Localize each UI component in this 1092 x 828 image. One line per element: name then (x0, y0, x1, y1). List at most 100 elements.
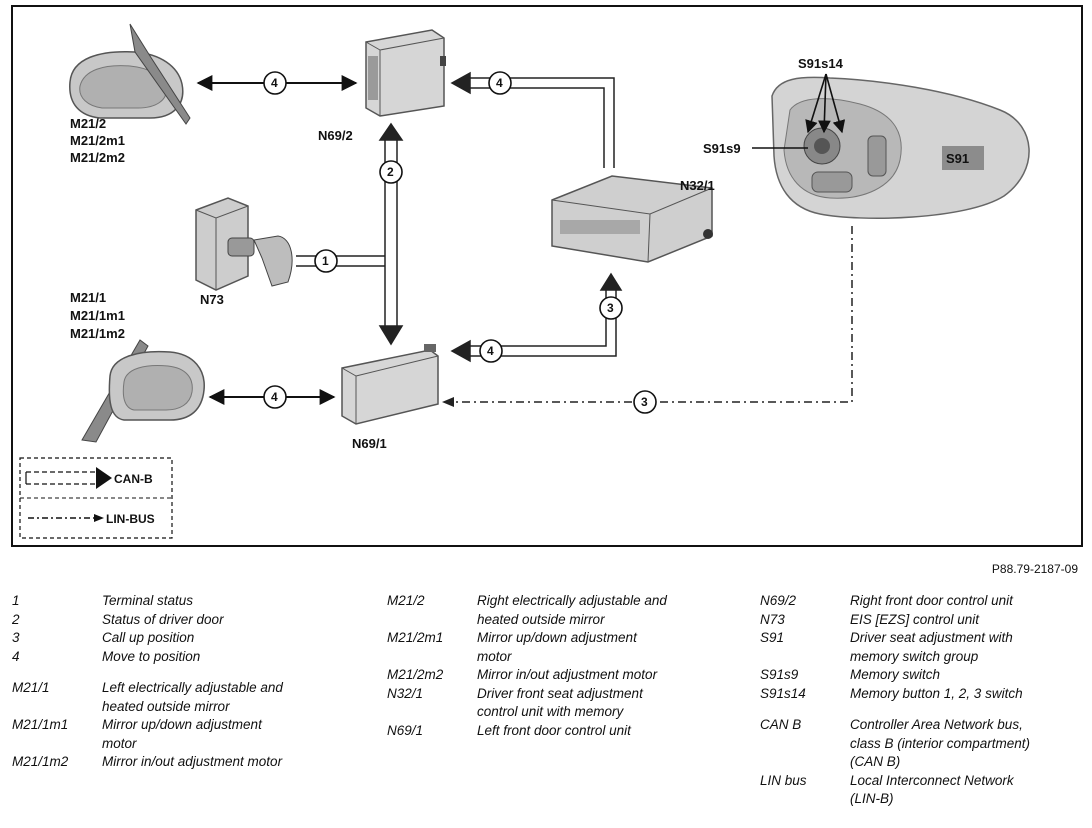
diagram-frame (11, 5, 1083, 547)
can-link-to-n69-1 (450, 272, 623, 363)
legend-description-line: Mirror up/down adjustment (477, 630, 637, 645)
legend-description: Call up position (102, 629, 194, 648)
left-door-control-unit-icon (341, 344, 439, 425)
marker-4-bottom-right: 4 (479, 339, 503, 363)
legend-description-line: Driver front seat adjustment (477, 685, 643, 701)
legend-description-line: Right electrically adjustable and (477, 593, 667, 608)
legend-key: M21/1 (12, 680, 50, 695)
legend-key: M21/2m1 (387, 630, 444, 645)
label-n32-1: N32/1 (680, 178, 715, 193)
legend-entry: M21/1 Left electrically adjustable and hea… (12, 679, 283, 716)
legend-key: M21/2m2 (387, 667, 444, 682)
marker-4-top-right: 4 (488, 71, 512, 95)
legend-key: S91s14 (760, 685, 806, 701)
legend-description: Move to position (102, 648, 200, 667)
legend-description-line: motor (477, 648, 512, 664)
label-n73: N73 (200, 292, 224, 307)
marker-3-upper: 3 (599, 296, 623, 320)
legend-key: CAN B (760, 717, 802, 732)
marker-4-top-left: 4 (263, 71, 287, 95)
legend-description-line: Mirror in/out adjustment motor (102, 754, 283, 769)
marker-1: 1 (314, 249, 338, 273)
legend-description: Left front door control unit (477, 722, 631, 741)
legend-key: 1 (12, 593, 20, 608)
legend-description-line: Memory switch (850, 667, 941, 682)
network-diagram: M21/2 M21/2m1 M21/2m2 N69/2 N32/1 S91 S9… (11, 5, 1083, 547)
legend-description-line: memory switch group (850, 648, 979, 664)
legend-entry: S91s14 Memory button 1, 2, 3 switch (760, 685, 1030, 704)
svg-text:2: 2 (387, 165, 394, 179)
legend-description-line: control unit with memory (477, 704, 624, 719)
seat-control-unit-icon (551, 175, 713, 263)
label-m21-2m1: M21/2m1 (70, 133, 125, 148)
legend-key: 2 (12, 611, 20, 627)
legend-entry: N73 EIS [EZS] control unit (760, 611, 1030, 630)
legend-description-line: heated outside mirror (102, 698, 230, 714)
legend-key: N69/1 (387, 722, 424, 738)
legend-entry: M21/1m2 Mirror in/out adjustment motor (12, 753, 283, 772)
legend-description-line: (LIN-B) (850, 791, 894, 806)
marker-4-bottom-left: 4 (263, 385, 287, 409)
legend-description-line: Local Interconnect Network (850, 772, 1014, 788)
legend-description: Driver seat adjustment with memory switch… (850, 629, 1013, 666)
legend-key: N32/1 (387, 685, 424, 701)
legend-description-line: Move to position (102, 648, 201, 664)
label-s91s14: S91s14 (798, 56, 844, 71)
legend-key: N69/2 (760, 593, 797, 608)
legend-can-label: CAN-B (114, 472, 153, 486)
legend-entry: CAN B Controller Area Network bus,class B… (760, 716, 1030, 772)
legend-entry: N69/2 Right front door control unit (760, 592, 1030, 611)
lin-bus-link (442, 226, 853, 407)
label-n69-1: N69/1 (352, 436, 387, 451)
label-m21-2: M21/2 (70, 116, 106, 131)
label-m21-1m1: M21/1m1 (70, 308, 125, 323)
right-mirror-icon (69, 23, 191, 125)
legend-description-line: (CAN B) (850, 754, 901, 769)
legend-entry: N32/1 Driver front seat adjustment control… (387, 685, 667, 722)
legend-description-line: Controller Area Network bus, (850, 717, 1023, 732)
legend-entry: M21/2m2 Mirror in/out adjustment motor (387, 666, 667, 685)
legend-entry: M21/2m1 Mirror up/down adjustment motor (387, 629, 667, 666)
label-s91s9: S91s9 (703, 141, 741, 156)
legend-description-line: Right front door control unit (850, 593, 1013, 608)
can-link-to-n69-2 (450, 71, 615, 168)
figure-reference: P88.79-2187-09 (991, 562, 1078, 576)
legend-key: M21/1m2 (12, 754, 69, 769)
legend-description-line: Driver seat adjustment with (850, 630, 1013, 645)
svg-text:4: 4 (487, 344, 494, 358)
legend-description: Driver front seat adjustment control unit… (477, 685, 643, 722)
legend-description: Mirror in/out adjustment motor (102, 753, 282, 772)
legend-description-line: Mirror in/out adjustment motor (477, 667, 658, 682)
line-style-legend: CAN-B LIN-BUS (19, 457, 173, 539)
legend-description: EIS [EZS] control unit (850, 611, 979, 630)
legend-key: 4 (12, 648, 20, 664)
legend-description-line: Status of driver door (102, 611, 224, 627)
label-m21-1: M21/1 (70, 290, 106, 305)
can-link-n73 (296, 255, 385, 267)
label-n69-2: N69/2 (318, 128, 353, 143)
legend-entry: 2 Status of driver door (12, 611, 283, 630)
legend-key: M21/2 (387, 593, 425, 608)
legend-description: Memory button 1, 2, 3 switch (850, 685, 1023, 704)
legend-description-line: Left front door control unit (477, 722, 631, 738)
marker-2: 2 (379, 160, 403, 184)
marker-3-lower: 3 (633, 390, 657, 414)
seat-switch-group-icon (771, 76, 1030, 219)
legend-description-line: motor (102, 735, 137, 751)
legend-key: N73 (760, 611, 785, 627)
legend-description: Controller Area Network bus,class B (int… (850, 716, 1030, 772)
label-s91: S91 (946, 151, 969, 166)
legend-description-line: Left electrically adjustable and (102, 680, 283, 695)
legend-description: Mirror in/out adjustment motor (477, 666, 657, 685)
legend-description: Local Interconnect Network (LIN-B) (850, 772, 1014, 809)
svg-text:3: 3 (641, 395, 648, 409)
svg-text:4: 4 (271, 390, 278, 404)
